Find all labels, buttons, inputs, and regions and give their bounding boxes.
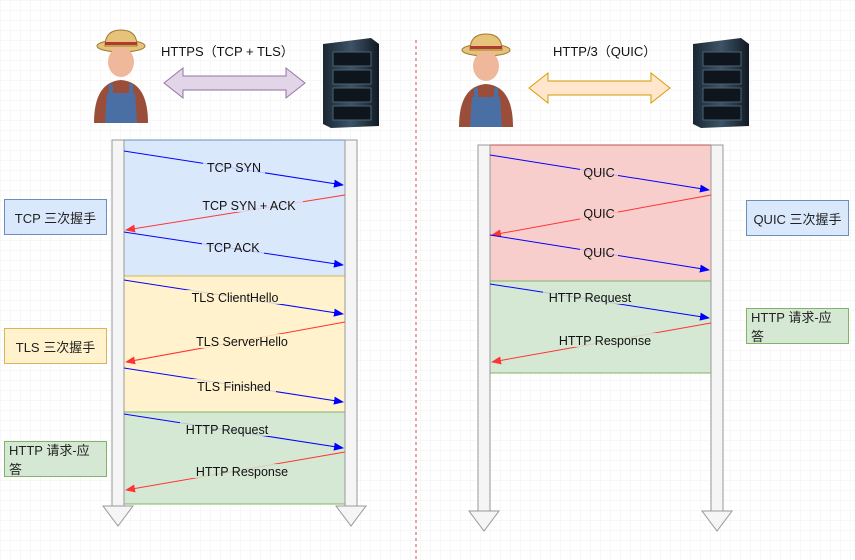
phase-label-http-right: HTTP 请求-应答 <box>746 308 849 344</box>
client-lifeline-right <box>468 144 500 532</box>
phase-label-http-left: HTTP 请求-应答 <box>4 441 107 477</box>
protocol-label-right: HTTP/3（QUIC） <box>553 44 657 59</box>
msg-tls-finished: TLS Finished <box>197 380 271 394</box>
msg-tcp-ack: TCP ACK <box>206 241 260 255</box>
msg-tls-clienthello: TLS ClientHello <box>192 291 279 305</box>
msg-quic-2: QUIC <box>583 207 614 221</box>
msg-http-request-left: HTTP Request <box>186 423 269 437</box>
quic-double-arrow <box>528 71 671 105</box>
msg-tcp-syn: TCP SYN <box>207 161 261 175</box>
server-lifeline-right <box>701 144 733 532</box>
msg-tls-serverhello: TLS ServerHello <box>196 335 288 349</box>
https-double-arrow <box>163 66 306 100</box>
msg-http-request-right: HTTP Request <box>549 291 632 305</box>
msg-http-response-right: HTTP Response <box>559 334 651 348</box>
tcp-synack-arrow <box>125 194 346 233</box>
msg-quic-3: QUIC <box>583 246 614 260</box>
protocol-label-left: HTTPS（TCP + TLS） <box>161 44 294 59</box>
client-person-icon-left <box>94 29 148 123</box>
server-lifeline-left <box>335 139 367 527</box>
server-icon-right <box>693 38 749 128</box>
phase-label-quic: QUIC 三次握手 <box>746 200 849 236</box>
phase-label-tcp: TCP 三次握手 <box>4 199 107 235</box>
msg-tcp-synack: TCP SYN + ACK <box>202 199 296 213</box>
client-lifeline-left <box>102 139 134 527</box>
client-person-icon-right <box>459 33 513 127</box>
msg-quic-1: QUIC <box>583 166 614 180</box>
msg-http-response-left: HTTP Response <box>196 465 288 479</box>
phase-label-tls: TLS 三次握手 <box>4 328 107 364</box>
server-icon-left <box>323 38 379 128</box>
